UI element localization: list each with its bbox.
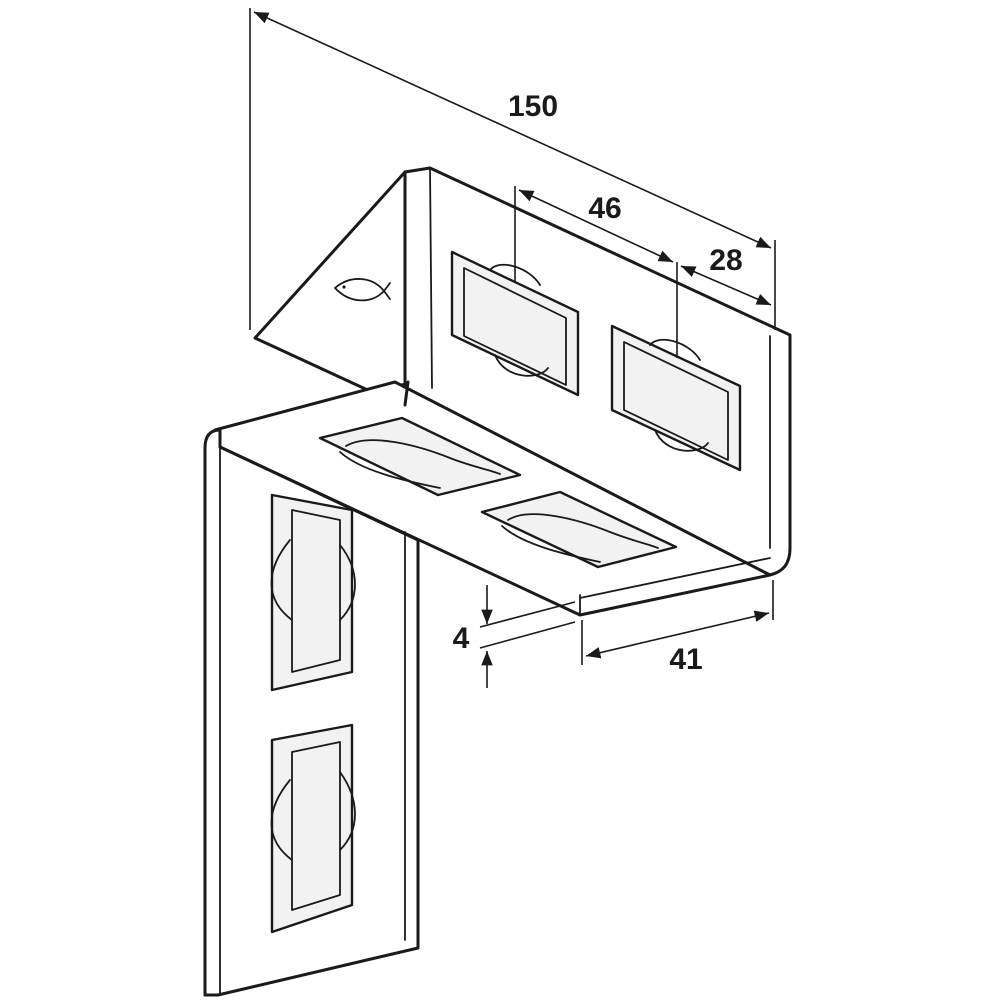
dimension-thickness <box>479 585 576 688</box>
gusset-stiffener <box>253 170 412 394</box>
dimension-edge-distance <box>680 265 772 306</box>
fish-logo <box>334 278 391 302</box>
vertical-hole-2 <box>610 324 742 472</box>
label-overall-length: 150 <box>508 90 558 123</box>
vertical-hole-1 <box>450 250 580 397</box>
horizontal-hole-2 <box>480 490 678 569</box>
dimension-hole-pitch <box>514 186 678 358</box>
leg-hole-2 <box>270 723 356 934</box>
label-hole-pitch: 46 <box>588 192 621 225</box>
label-thickness: 4 <box>453 622 470 655</box>
horizontal-hole-1 <box>318 416 522 497</box>
label-flange-width: 41 <box>669 643 702 676</box>
leg-hole-1 <box>270 493 356 692</box>
dimension-overall-length <box>249 8 776 330</box>
dimension-flange-width <box>581 580 774 665</box>
label-edge-distance: 28 <box>709 244 742 277</box>
front-leg <box>203 428 420 997</box>
